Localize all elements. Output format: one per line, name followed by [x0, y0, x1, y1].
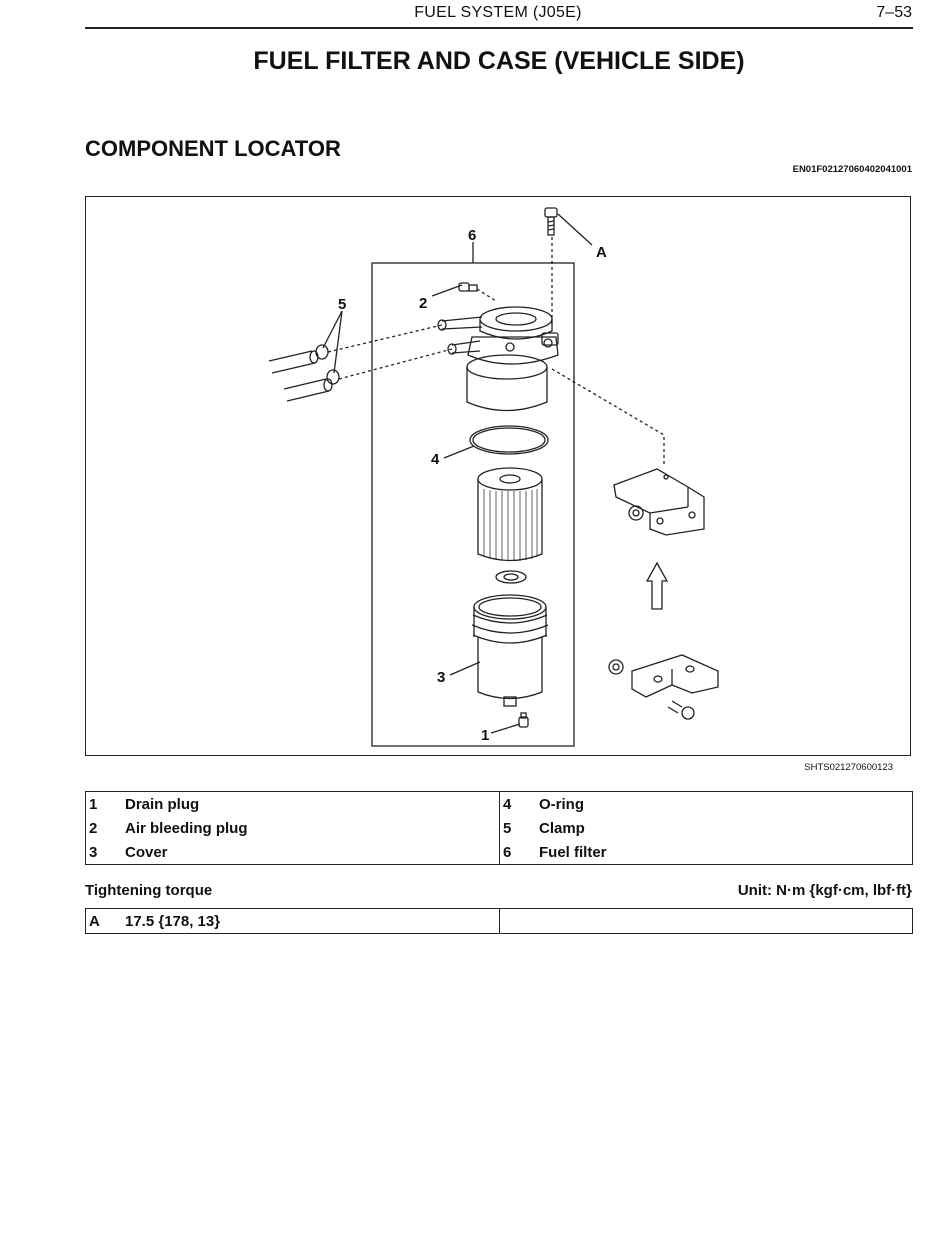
torque-table: A 17.5 {178, 13}	[85, 908, 913, 934]
torque-value: 17.5 {178, 13}	[122, 908, 500, 934]
section-title: COMPONENT LOCATOR	[85, 136, 341, 161]
lower-bracket	[631, 654, 719, 698]
filter-element	[477, 467, 543, 562]
dash-plug	[476, 288, 497, 302]
torque-heading: Tightening torque	[85, 882, 213, 899]
assembly-arrow	[645, 561, 669, 610]
drain-plug	[518, 712, 529, 728]
fuel-filter-frame	[371, 262, 575, 747]
legend-number: 5	[503, 819, 512, 837]
leader-5a	[322, 310, 343, 349]
exploded-diagram: 6 A 5 2 4 3 1	[268, 207, 719, 747]
component-figure: 6 A 5 2 4 3 1	[85, 196, 911, 756]
callout-4: 4	[431, 451, 440, 468]
leader-3	[449, 661, 481, 676]
legend-label: Fuel filter	[539, 843, 607, 861]
header-section-title: FUEL SYSTEM (J05E)	[414, 4, 582, 21]
filter-pipes	[437, 316, 483, 355]
table-row: 3 Cover 6 Fuel filter	[86, 840, 913, 865]
legend-label: Clamp	[539, 819, 585, 837]
page-title: FUEL FILTER AND CASE (VEHICLE SIDE)	[253, 47, 745, 75]
leader-a	[557, 213, 593, 246]
legend-number: 3	[89, 843, 98, 861]
torque-empty-cell	[500, 909, 913, 934]
header-page-number: 7–53	[876, 4, 912, 21]
callout-6: 6	[468, 227, 476, 244]
legend-number: 4	[503, 795, 512, 813]
filter-cover	[471, 594, 549, 707]
leader-5b	[333, 310, 343, 374]
callout-1: 1	[481, 727, 489, 744]
torque-callout: A	[89, 912, 100, 930]
callout-3: 3	[437, 669, 445, 686]
legend-label: Air bleeding plug	[122, 816, 500, 840]
o-ring	[469, 425, 549, 455]
dash-clamps	[327, 324, 453, 380]
table-row: 1 Drain plug 4 O-ring	[86, 791, 913, 816]
filter-head	[466, 306, 559, 412]
bolt-a	[544, 207, 558, 236]
legend-number: 2	[89, 819, 98, 837]
gasket	[495, 570, 527, 584]
document-code: EN01F02127060402041001	[792, 164, 912, 175]
leader-2	[431, 284, 463, 297]
callout-5: 5	[338, 296, 346, 313]
torque-unit: Unit: N·m {kgf·cm, lbf·ft}	[737, 882, 912, 899]
callout-a: A	[596, 244, 607, 261]
table-row: 2 Air bleeding plug 5 Clamp	[86, 816, 913, 840]
leader-1	[490, 723, 521, 734]
header-rule	[85, 27, 913, 29]
table-row: A 17.5 {178, 13}	[86, 908, 913, 934]
legend-label: O-ring	[539, 795, 584, 813]
legend-label: Cover	[122, 840, 500, 865]
bracket-nut-upper	[628, 505, 644, 521]
figure-code: SHTS021270600123	[804, 762, 893, 773]
callout-2: 2	[419, 295, 427, 312]
bracket-bolt	[667, 700, 695, 720]
leader-4	[443, 445, 475, 459]
bracket-nut-lower	[608, 659, 624, 675]
dash-bracket	[551, 368, 665, 467]
legend-number: 1	[89, 795, 98, 813]
legend-label: Drain plug	[122, 791, 500, 816]
legend-table: 1 Drain plug 4 O-ring 2 Air bleeding plu…	[85, 791, 913, 865]
upper-bracket	[613, 468, 705, 536]
legend-number: 6	[503, 843, 512, 861]
air-bleeding-plug	[458, 282, 478, 292]
